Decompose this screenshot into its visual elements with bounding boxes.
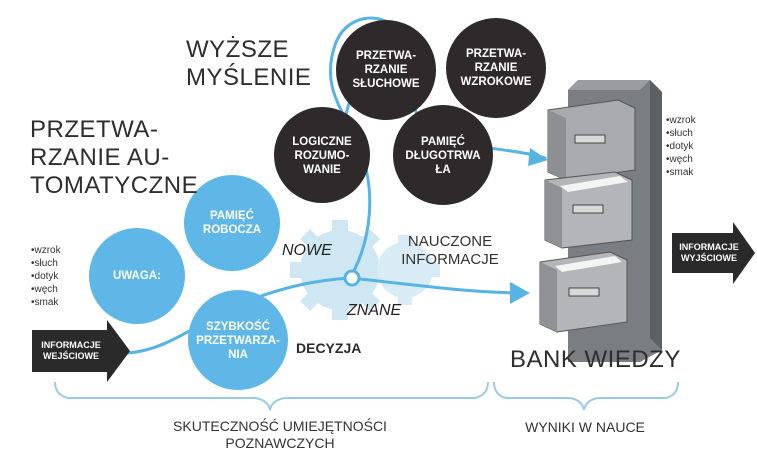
label-learned-info: NAUCZONE INFORMACJE bbox=[401, 233, 499, 268]
attention-circle bbox=[89, 228, 185, 324]
working-memory-circle bbox=[184, 175, 280, 271]
heading-higher-thinking: WYŻSZE MYŚLENIE bbox=[186, 36, 312, 91]
label-cognitive-skills: SKUTECZNOŚĆ UMIEJĘTNOŚCI POZNAWCZYCH bbox=[173, 418, 387, 451]
gear-icon-right bbox=[377, 235, 440, 305]
senses-list-right: •wzrok •słuch •dotyk •węch •smak bbox=[666, 115, 696, 178]
output-arrow-label: INFORMACJE WYJŚCIOWE bbox=[679, 242, 739, 263]
filing-cabinet-icon bbox=[539, 80, 662, 362]
label-new: NOWE bbox=[282, 242, 332, 259]
senses-list-left: •wzrok •słuch •dotyk •węch •smak bbox=[31, 245, 61, 308]
working-memory-label: PAMIĘĆ ROBOCZA bbox=[202, 210, 262, 236]
auditory-circle bbox=[336, 20, 436, 120]
input-arrow-label: INFORMACJE WEJŚCIOWE bbox=[41, 340, 101, 361]
visual-circle bbox=[446, 18, 546, 118]
bottom-brackets bbox=[54, 381, 679, 411]
heading-automatic-processing: PRZETWA- RZANIE AU- TOMATYCZNE bbox=[30, 116, 199, 199]
label-decision: DECYZJA bbox=[296, 340, 362, 356]
logical-circle bbox=[274, 107, 370, 203]
label-known: ZNANE bbox=[347, 302, 402, 319]
processing-speed-label: SZYBKOŚĆ PRZETWARZA- NIA bbox=[196, 321, 280, 361]
decision-node bbox=[343, 269, 361, 287]
auditory-label: PRZETWA- RZANIE SŁUCHOWE bbox=[352, 50, 420, 90]
longterm-label: PAMIĘĆ DŁUGOTRWA ŁA bbox=[405, 136, 481, 176]
label-learning-results: WYNIKI W NAUCE bbox=[525, 419, 645, 435]
visual-label: PRZETWA- RZANIE WZROKOWE bbox=[460, 48, 532, 88]
input-arrow-icon bbox=[32, 320, 130, 382]
processing-speed-circle bbox=[188, 290, 288, 390]
logical-label: LOGICZNE ROZUMO- WANIE bbox=[292, 136, 352, 176]
path-arrowheads bbox=[510, 148, 548, 304]
longterm-circle bbox=[393, 105, 493, 205]
heading-knowledge-bank: BANK WIEDZY bbox=[510, 346, 681, 373]
attention-label: UWAGA: bbox=[113, 270, 161, 282]
output-arrow-icon bbox=[672, 222, 755, 284]
